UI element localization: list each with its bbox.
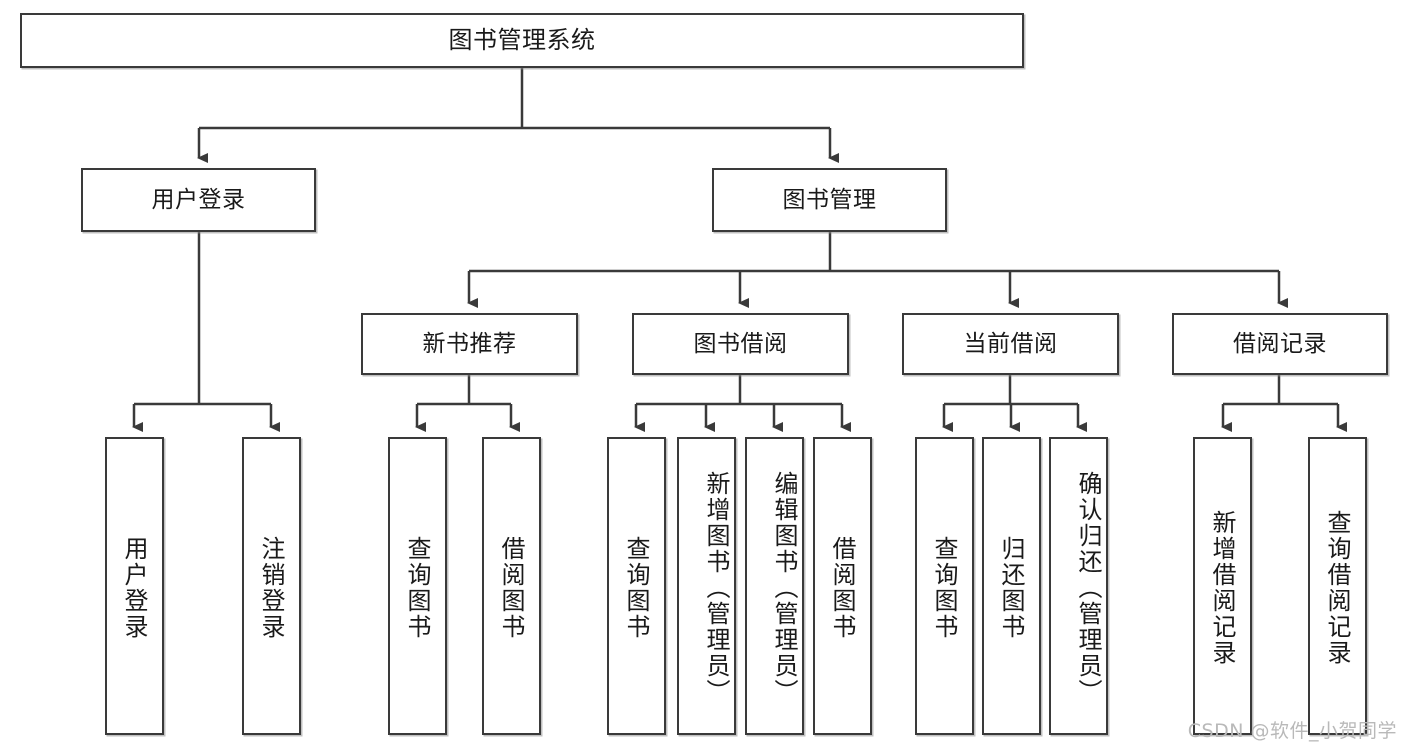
node-root-label: 图书管理系统: [448, 25, 596, 54]
leaf-user-login-label: 用户登录: [120, 536, 148, 640]
leaf-add-book[interactable]: 新增图书（管理员）: [677, 437, 736, 735]
watermark: CSDN @软件_小贺同学: [1187, 720, 1397, 742]
leaf-add-borrow-record-label: 新增借阅记录: [1208, 510, 1236, 666]
leaf-borrow-book-2-label: 借阅图书: [828, 536, 856, 640]
node-book-manage-label: 图书管理: [782, 186, 877, 213]
leaf-return-book[interactable]: 归还图书: [982, 437, 1041, 735]
leaf-return-book-label: 归还图书: [997, 536, 1025, 640]
leaf-borrow-book-1-label: 借阅图书: [497, 536, 525, 640]
node-root[interactable]: 图书管理系统: [20, 13, 1024, 68]
leaf-confirm-return-label: 确认归还（管理员）: [1074, 471, 1102, 705]
leaf-query-book-3[interactable]: 查询图书: [915, 437, 974, 735]
leaf-query-borrow-record[interactable]: 查询借阅记录: [1308, 437, 1367, 735]
node-borrow-record-label: 借阅记录: [1233, 330, 1327, 357]
leaf-query-book-1[interactable]: 查询图书: [388, 437, 447, 735]
leaf-query-book-2-label: 查询图书: [622, 536, 650, 640]
leaf-confirm-return[interactable]: 确认归还（管理员）: [1049, 437, 1108, 735]
leaf-user-logout[interactable]: 注销登录: [242, 437, 301, 735]
node-new-book-recommend-label: 新书推荐: [422, 330, 517, 357]
leaf-query-book-3-label: 查询图书: [930, 536, 958, 640]
leaf-edit-book[interactable]: 编辑图书（管理员）: [745, 437, 804, 735]
leaf-user-logout-label: 注销登录: [257, 536, 285, 640]
node-current-borrow[interactable]: 当前借阅: [902, 313, 1119, 375]
leaf-user-login[interactable]: 用户登录: [105, 437, 164, 735]
node-current-borrow-label: 当前借阅: [963, 330, 1058, 357]
node-book-borrow[interactable]: 图书借阅: [632, 313, 849, 375]
leaf-add-book-label: 新增图书（管理员）: [702, 471, 730, 705]
leaf-borrow-book-1[interactable]: 借阅图书: [482, 437, 541, 735]
node-user-login-label: 用户登录: [151, 186, 246, 213]
node-book-manage[interactable]: 图书管理: [712, 168, 947, 232]
leaf-borrow-book-2[interactable]: 借阅图书: [813, 437, 872, 735]
node-new-book-recommend[interactable]: 新书推荐: [361, 313, 578, 375]
leaf-add-borrow-record[interactable]: 新增借阅记录: [1193, 437, 1252, 735]
node-book-borrow-label: 图书借阅: [693, 330, 788, 357]
leaf-query-borrow-record-label: 查询借阅记录: [1323, 510, 1351, 666]
leaf-edit-book-label: 编辑图书（管理员）: [770, 471, 798, 705]
node-borrow-record[interactable]: 借阅记录: [1172, 313, 1388, 375]
leaf-query-book-1-label: 查询图书: [403, 536, 431, 640]
leaf-query-book-2[interactable]: 查询图书: [607, 437, 666, 735]
node-user-login[interactable]: 用户登录: [81, 168, 316, 232]
